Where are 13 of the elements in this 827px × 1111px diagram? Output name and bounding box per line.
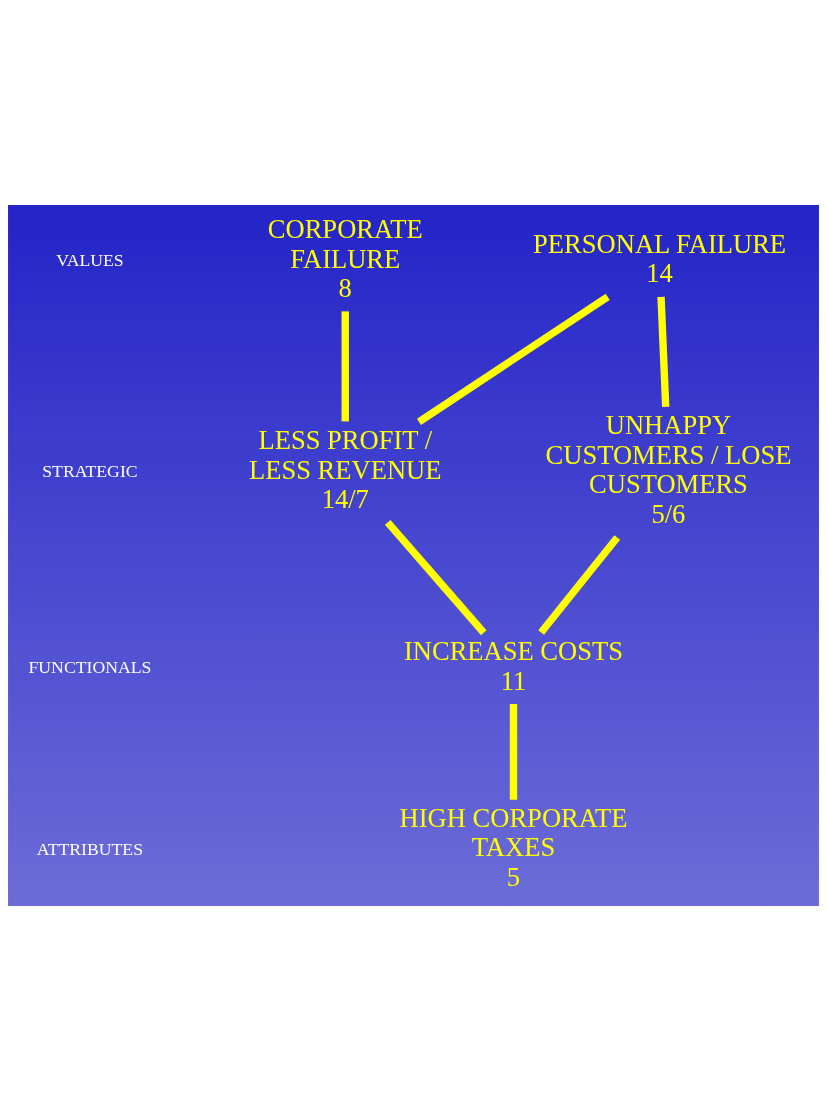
label: ATTRIBUTES xyxy=(36,838,143,859)
connector xyxy=(384,519,487,636)
connector xyxy=(538,535,621,635)
node-text: LESS PROFIT / LESS REVENUE 14/7 xyxy=(249,425,442,515)
label: STRATEGIC xyxy=(42,460,138,481)
node-text: UNHAPPY CUSTOMERS / LOSE CUSTOMERS 5/6 xyxy=(545,410,792,529)
node-text: HIGH CORPORATE TAXES 5 xyxy=(399,802,628,892)
node-text: INCREASE COSTS 11 xyxy=(403,636,624,696)
label: VALUES xyxy=(56,249,124,270)
node-text: CORPORATE FAILURE 8 xyxy=(267,214,423,304)
connector xyxy=(416,293,610,425)
label: FUNCTIONALS xyxy=(28,656,152,677)
node-text: PERSONAL FAILURE 14 xyxy=(533,228,787,289)
